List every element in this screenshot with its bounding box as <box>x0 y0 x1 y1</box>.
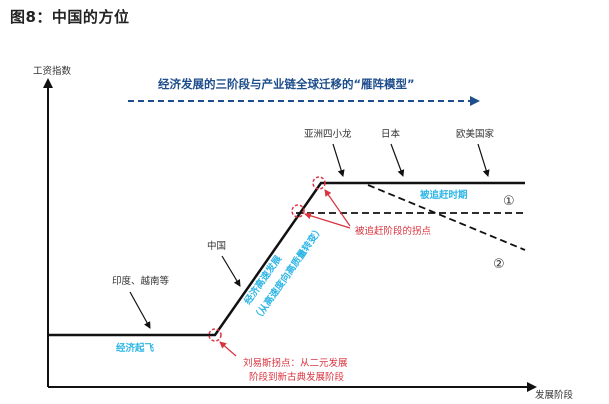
diagram-headline: 经济发展的三阶段与产业链全球迁移的“雁阵模型” <box>158 77 415 91</box>
red-arrow-upper <box>324 189 351 227</box>
upper-turn-marker <box>312 176 326 190</box>
india-vietnam-label: 印度、越南等 <box>112 275 170 287</box>
lewis-turning-point-marker <box>208 328 222 342</box>
china-arrow <box>221 255 241 287</box>
lewis-label-line1: 刘易斯拐点：从二元发展 <box>243 357 348 369</box>
development-curve <box>48 181 525 337</box>
red-arrow-lewis <box>219 341 237 357</box>
red-arrow-lower <box>304 212 351 229</box>
being-caught-turn-label: 被追赶阶段的拐点 <box>355 225 432 237</box>
japan-arrow <box>390 143 405 177</box>
china-label: 中国 <box>207 240 226 252</box>
path-1-label: ① <box>503 194 515 209</box>
catchup-turn-marker <box>291 204 305 218</box>
four-dragons-arrow <box>332 143 345 177</box>
path-2-label: ② <box>493 257 505 272</box>
takeoff-stage-label: 经济起飞 <box>116 342 155 354</box>
four-dragons-label: 亚洲四小龙 <box>304 128 352 140</box>
x-axis-label: 发展阶段 <box>535 389 574 401</box>
being-caught-stage-label: 被追赶时期 <box>420 189 468 201</box>
euro-us-arrow <box>477 143 490 177</box>
path-2-dashed <box>367 184 526 251</box>
india-vietnam-arrow <box>129 291 151 329</box>
lewis-label-line2: 阶段到新古典发展阶段 <box>249 371 345 383</box>
figure-title: 图8：中国的方位 <box>10 8 130 26</box>
y-axis-label: 工资指数 <box>33 65 72 77</box>
japan-label: 日本 <box>381 128 401 140</box>
euro-us-label: 欧美国家 <box>456 128 495 140</box>
